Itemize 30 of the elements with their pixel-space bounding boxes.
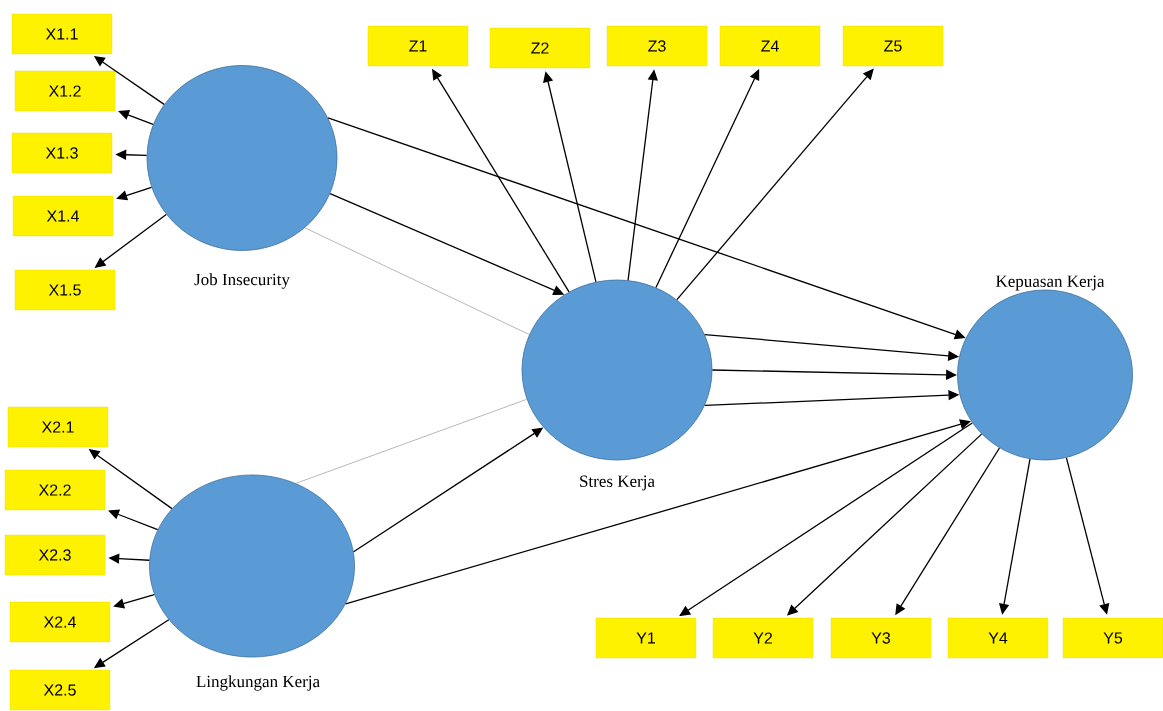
indicator-box: X1.5: [14, 269, 116, 311]
indicator-box: Z3: [606, 25, 708, 67]
connector-line: [304, 227, 530, 335]
indicator-box: X1.2: [14, 70, 116, 112]
circle-label: Kepuasan Kerja: [995, 275, 1105, 291]
indicator-box: Z1: [367, 25, 469, 67]
arrow: [108, 509, 159, 531]
indicator-box: Z5: [842, 25, 944, 67]
indicator-box: X2.2: [4, 469, 106, 511]
indicator-box: Z4: [719, 25, 821, 67]
indicator-box: Y4: [947, 617, 1049, 659]
indicator-box: X2.1: [7, 406, 109, 448]
connector-line: [295, 398, 528, 484]
circle-label: Job Insecurity: [194, 273, 290, 289]
indicator-box: Y1: [595, 617, 697, 659]
arrow: [116, 186, 153, 201]
circle-label: Stres Kerja: [580, 475, 655, 491]
indicator-box: X1.3: [11, 132, 113, 174]
indicator-box: X1.4: [12, 195, 114, 237]
indicator-box: X2.4: [9, 601, 111, 643]
circle-label: Lingkungan Kerja: [196, 675, 320, 691]
indicator-box: X2.5: [9, 669, 111, 711]
indicator-box: X1.1: [11, 13, 113, 55]
indicator-box: X2.3: [4, 534, 106, 576]
arrow: [118, 110, 154, 125]
indicator-box: Y3: [830, 617, 932, 659]
indicator-box: Y5: [1062, 617, 1163, 659]
indicator-box: Y2: [712, 617, 814, 659]
indicator-box: Z2: [489, 27, 591, 69]
arrow: [113, 593, 155, 609]
